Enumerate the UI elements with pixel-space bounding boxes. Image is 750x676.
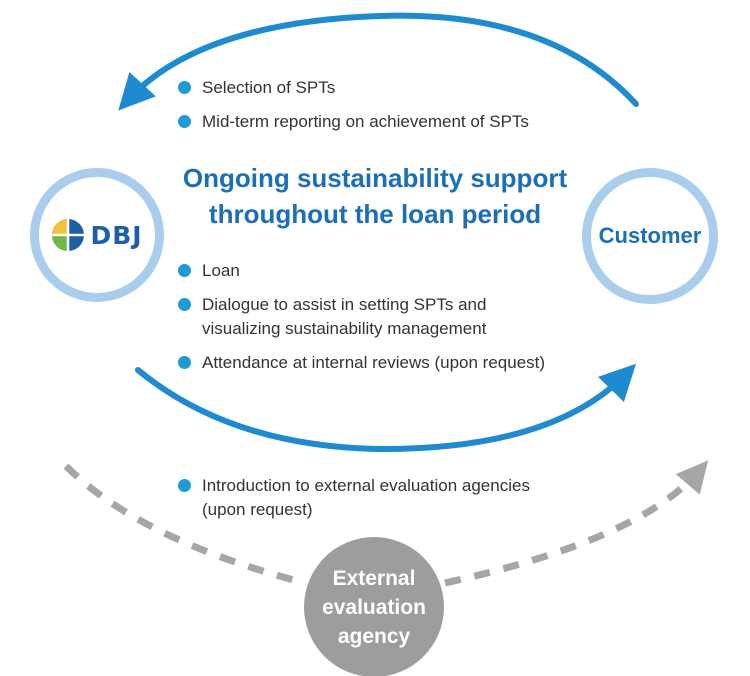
- agency-label-line: External: [332, 566, 416, 590]
- list-item-text: Loan: [202, 261, 240, 280]
- customer-node: Customer: [582, 168, 718, 304]
- center-title-line: throughout the loan period: [208, 199, 542, 229]
- center-title-line: Ongoing sustainability support: [182, 163, 568, 193]
- bullet-dot-icon: [178, 81, 191, 94]
- list-item-text: visualizing sustainability management: [202, 319, 487, 338]
- list-item-text: Selection of SPTs: [202, 78, 336, 97]
- customer-label: Customer: [598, 223, 702, 248]
- bottom-bullet-list: Introduction to external evaluation agen…: [178, 474, 530, 532]
- bullet-dot-icon: [178, 356, 191, 369]
- list-item-text: (upon request): [202, 500, 313, 519]
- agency-label: External evaluation agency: [322, 564, 426, 651]
- top-bullet-list: Selection of SPTs Mid-term reporting on …: [178, 76, 529, 144]
- middle-bullet-list: Loan Dialogue to assist in setting SPTs …: [178, 259, 545, 385]
- bullet-dot-icon: [178, 298, 191, 311]
- top-arrow-customer-to-dbj: [118, 12, 639, 111]
- dbj-node: DBJ: [30, 168, 164, 302]
- list-item-text: Attendance at internal reviews (upon req…: [202, 353, 546, 372]
- external-evaluation-agency-node: External evaluation agency: [304, 537, 444, 676]
- agency-label-line: evaluation: [322, 595, 426, 619]
- bottom-arrow-dbj-to-customer: [135, 363, 637, 453]
- list-item-text: Dialogue to assist in setting SPTs and: [202, 295, 487, 314]
- dbj-logo: DBJ: [51, 218, 142, 252]
- center-title: Ongoing sustainability support throughou…: [140, 160, 610, 232]
- bullet-dot-icon: [178, 264, 191, 277]
- list-item: Dialogue to assist in setting SPTs and v…: [178, 293, 545, 341]
- list-item: Attendance at internal reviews (upon req…: [178, 351, 545, 375]
- list-item: Introduction to external evaluation agen…: [178, 474, 530, 522]
- dbj-globe-icon: [52, 219, 85, 251]
- list-item: Loan: [178, 259, 545, 283]
- agency-label-line: agency: [337, 624, 411, 648]
- dbj-label: DBJ: [90, 220, 143, 250]
- list-item: Mid-term reporting on achievement of SPT…: [178, 110, 529, 134]
- bullet-dot-icon: [178, 115, 191, 128]
- list-item-text: Mid-term reporting on achievement of SPT…: [202, 112, 529, 131]
- list-item: Selection of SPTs: [178, 76, 529, 100]
- list-item-text: Introduction to external evaluation agen…: [202, 476, 530, 495]
- bullet-dot-icon: [178, 479, 191, 492]
